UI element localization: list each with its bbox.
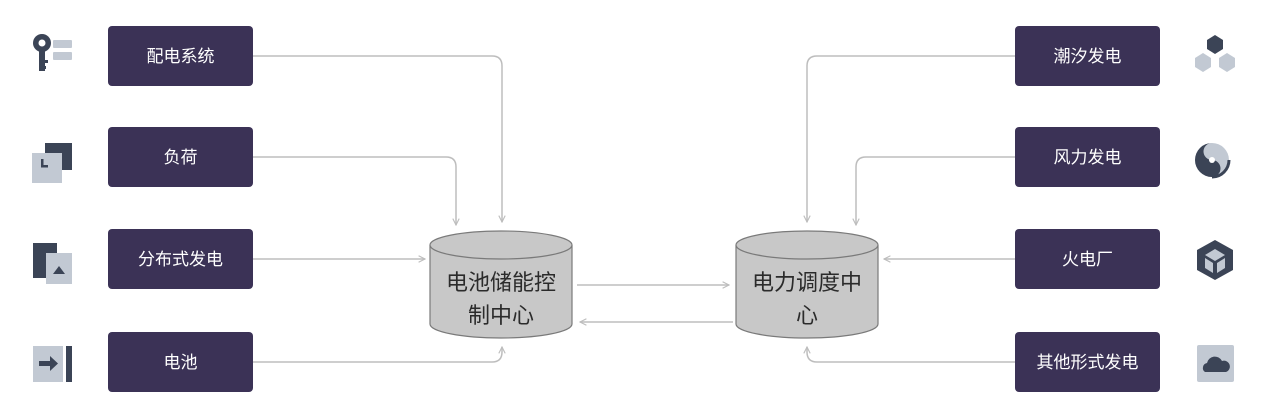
right-source-1-label: 潮汐发电 <box>1054 47 1122 67</box>
right-source-4-label: 其他形式发电 <box>1037 353 1139 373</box>
right-source-1[interactable]: 潮汐发电 <box>1015 26 1160 86</box>
right-source-2[interactable]: 风力发电 <box>1015 127 1160 187</box>
dispatch-center-line2: 心 <box>796 304 818 329</box>
arrow-other-to-dispatch <box>807 347 1015 363</box>
right-source-3-label: 火电厂 <box>1062 250 1113 270</box>
cubes-icon <box>1195 35 1235 72</box>
right-source-4[interactable]: 其他形式发电 <box>1015 332 1160 392</box>
left-source-3-label: 分布式发电 <box>138 250 223 270</box>
cloud-icon <box>1197 345 1234 382</box>
right-source-3[interactable]: 火电厂 <box>1015 229 1160 289</box>
pages-icon <box>33 243 72 284</box>
arrow-wind-to-dispatch <box>856 156 1015 225</box>
left-source-4[interactable]: 电池 <box>108 332 253 392</box>
left-source-2-label: 负荷 <box>164 148 198 168</box>
right-source-2-label: 风力发电 <box>1054 148 1122 168</box>
arrow-tidal-to-dispatch <box>807 55 1015 222</box>
copy-icon <box>32 143 72 183</box>
dispatch-center-cylinder[interactable]: 电力调度中 心 <box>735 230 879 339</box>
storage-center-cylinder[interactable]: 电池储能控 制中心 <box>429 230 573 339</box>
left-source-3[interactable]: 分布式发电 <box>108 229 253 289</box>
arrow-battery-to-storage <box>253 347 502 363</box>
left-source-2[interactable]: 负荷 <box>108 127 253 187</box>
swirl-icon <box>1195 143 1231 179</box>
connectors <box>253 55 1015 363</box>
hexagon-box-icon <box>1197 240 1233 280</box>
left-source-4-label: 电池 <box>164 353 198 373</box>
dispatch-center-line1: 电力调度中 <box>752 271 862 296</box>
left-source-1[interactable]: 配电系统 <box>108 26 253 86</box>
storage-center-line1: 电池储能控 <box>446 271 556 296</box>
arrow-load-to-storage <box>253 156 456 225</box>
left-source-1-label: 配电系统 <box>147 47 215 67</box>
key-icon <box>33 34 72 71</box>
storage-center-line2: 制中心 <box>468 304 534 329</box>
arrow-distribution-to-storage <box>253 55 502 222</box>
sign-in-icon <box>33 346 72 382</box>
